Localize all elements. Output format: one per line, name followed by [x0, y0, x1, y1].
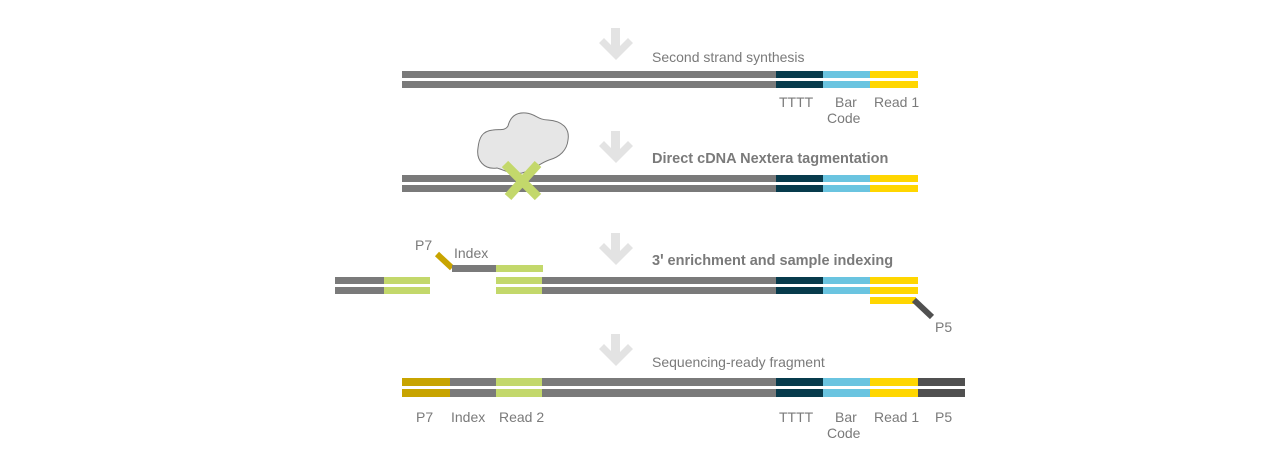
step-title: Direct cDNA Nextera tagmentation: [652, 151, 888, 167]
label-index: Index: [451, 409, 485, 425]
step-title: Second strand synthesis: [652, 49, 805, 65]
down-arrow-icon: [599, 233, 633, 265]
double-strand: [402, 71, 918, 88]
read2-segment: [496, 378, 542, 386]
tttt-segment: [776, 175, 823, 182]
read1-segment: [870, 287, 918, 294]
p7-index-primer: [434, 251, 543, 272]
step-second-strand-synthesis: Second strand synthesis TTTT Bar Code Re…: [402, 28, 919, 126]
double-strand: [402, 378, 965, 397]
p7-adapter: [434, 251, 455, 271]
cdna-segment: [402, 175, 776, 182]
step-enrichment-indexing: 3ꞌ enrichment and sample indexing P7 Ind…: [335, 233, 952, 335]
read2-segment: [384, 277, 430, 284]
p5-segment: [918, 378, 965, 386]
left-fragment: [335, 277, 430, 294]
index-segment: [450, 389, 496, 397]
read1-segment: [870, 81, 918, 88]
tttt-segment: [776, 81, 823, 88]
label-barcode: Bar: [835, 409, 857, 425]
down-arrow-icon: [599, 334, 633, 366]
barcode-segment: [823, 287, 870, 294]
read2-segment: [496, 389, 542, 397]
cdna-segment: [542, 378, 776, 386]
read1-primer-segment: [870, 297, 916, 304]
label-p7: P7: [415, 237, 432, 253]
read2-primer-segment: [496, 265, 543, 272]
tttt-segment: [776, 277, 823, 284]
p5-primer: [870, 297, 935, 320]
index-segment: [452, 265, 496, 272]
tttt-segment: [776, 378, 823, 386]
label-read1: Read 1: [874, 94, 919, 110]
cdna-segment: [402, 71, 776, 78]
cdna-segment: [542, 277, 776, 284]
double-strand: [496, 277, 918, 294]
label-p5: P5: [935, 319, 952, 335]
step-tagmentation: Direct cDNA Nextera tagmentation: [402, 112, 918, 201]
barcode-segment: [823, 389, 870, 397]
barcode-segment: [823, 378, 870, 386]
step-title: 3ꞌ enrichment and sample indexing: [652, 253, 893, 269]
barcode-segment: [823, 277, 870, 284]
label-index: Index: [454, 245, 488, 261]
barcode-segment: [823, 175, 870, 182]
transposase-cut-icon: [501, 160, 542, 201]
label-tttt: TTTT: [779, 94, 814, 110]
barcode-segment: [823, 71, 870, 78]
down-arrow-icon: [599, 131, 633, 163]
label-tttt: TTTT: [779, 409, 814, 425]
p5-adapter: [911, 297, 935, 320]
double-strand: [402, 175, 918, 192]
tttt-segment: [776, 185, 823, 192]
read1-segment: [870, 175, 918, 182]
down-arrow-icon: [599, 28, 633, 60]
p7-segment: [402, 389, 450, 397]
read2-segment: [496, 287, 542, 294]
label-p7: P7: [416, 409, 433, 425]
label-barcode-line2: Code: [827, 425, 861, 441]
cdna-segment: [402, 81, 776, 88]
step-sequencing-ready: Sequencing-ready fragment P7 Index Read …: [402, 334, 965, 441]
cdna-segment: [542, 389, 776, 397]
step-title: Sequencing-ready fragment: [652, 354, 825, 370]
barcode-segment: [823, 185, 870, 192]
tttt-segment: [776, 71, 823, 78]
cdna-segment: [335, 277, 384, 284]
read2-segment: [496, 277, 542, 284]
read1-segment: [870, 185, 918, 192]
tttt-segment: [776, 389, 823, 397]
cdna-segment: [335, 287, 384, 294]
label-barcode: Bar: [835, 94, 857, 110]
read2-segment: [384, 287, 430, 294]
index-segment: [450, 378, 496, 386]
label-read2: Read 2: [499, 409, 544, 425]
tttt-segment: [776, 287, 823, 294]
label-read1: Read 1: [874, 409, 919, 425]
label-barcode-line2: Code: [827, 110, 861, 126]
barcode-segment: [823, 81, 870, 88]
cdna-segment: [402, 185, 776, 192]
read1-segment: [870, 71, 918, 78]
cdna-segment: [542, 287, 776, 294]
label-p5: P5: [935, 409, 952, 425]
read1-segment: [870, 389, 918, 397]
p7-segment: [402, 378, 450, 386]
read1-segment: [870, 277, 918, 284]
read1-segment: [870, 378, 918, 386]
transposase-enzyme-icon: [477, 112, 569, 174]
p5-segment: [918, 389, 965, 397]
